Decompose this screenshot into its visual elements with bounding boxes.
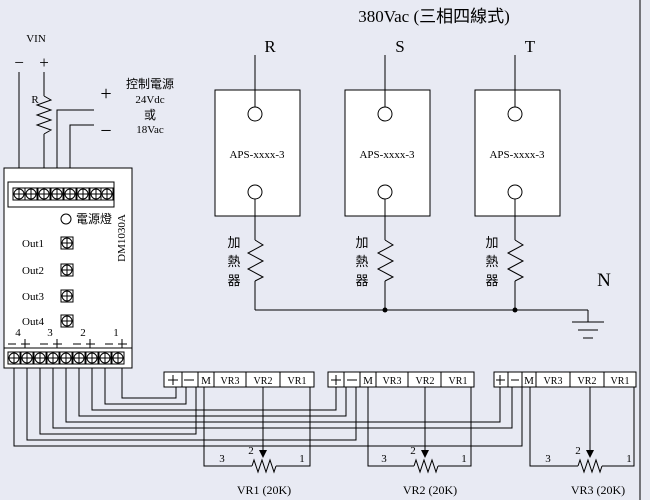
polarity-marks xyxy=(8,339,127,348)
control-wiring xyxy=(13,368,523,447)
vin-input: VIN − + R xyxy=(14,33,53,175)
top-terminals xyxy=(12,187,114,201)
strip2-vr2: VR2 xyxy=(416,376,435,387)
phase-s: S APS-xxxx-3 加 熱 器 xyxy=(344,37,431,310)
control-power-or: 或 xyxy=(144,108,156,122)
diagram-title: 380Vac (三相四線式) xyxy=(358,7,510,26)
output-label-1: Out1 xyxy=(22,238,44,250)
terminal-strip-1: M VR3 VR2 VR1 xyxy=(163,371,315,388)
neutral-label: N xyxy=(597,270,611,291)
control-power: 控制電源 24Vdc 或 18Vac + − xyxy=(56,77,174,175)
control-power-v2: 18Vac xyxy=(136,124,164,136)
channel-number-2: 2 xyxy=(80,327,86,339)
ssr-label-r: APS-xxxx-3 xyxy=(229,149,285,161)
control-power-v1: 24Vdc xyxy=(135,94,164,106)
vin-resistor-label: R xyxy=(31,94,39,106)
strip2-vr1: VR1 xyxy=(449,376,468,387)
output-label-3: Out3 xyxy=(22,291,45,303)
vin-plus: + xyxy=(39,53,49,72)
channel-number-1: 1 xyxy=(113,327,119,339)
channel-number-3: 3 xyxy=(47,327,53,339)
strip1-vr3: VR3 xyxy=(221,376,240,387)
terminal-strip-3: M VR3 VR2 VR1 xyxy=(493,371,637,388)
phase-label-t: T xyxy=(525,37,536,56)
vr1-pin-3: 3 xyxy=(219,453,225,465)
bottom-terminals xyxy=(7,351,125,365)
vr2-pin-3: 3 xyxy=(381,453,387,465)
control-power-label: 控制電源 xyxy=(126,77,174,91)
heater-label-s-2: 熱 xyxy=(355,255,368,270)
heater-label-r-1: 加 xyxy=(227,236,240,251)
strip1-vr1: VR1 xyxy=(288,376,307,387)
strip3-vr1: VR1 xyxy=(611,376,630,387)
output-label-4: Out4 xyxy=(22,316,45,328)
heater-label-t-2: 熱 xyxy=(485,255,498,270)
strip2-m: M xyxy=(363,375,373,387)
phase-label-s: S xyxy=(395,37,404,56)
vr1-pin-2: 2 xyxy=(248,445,254,457)
vr2-pin-2: 2 xyxy=(410,445,416,457)
heater-label-s-3: 器 xyxy=(355,274,368,289)
strip3-m: M xyxy=(524,375,534,387)
phase-label-r: R xyxy=(264,37,276,56)
potentiometer-vr3: 3 2 1 VR3 (20K) xyxy=(529,387,635,497)
vin-resistor xyxy=(35,95,53,135)
vr1-pin-1: 1 xyxy=(299,453,305,465)
control-power-minus: − xyxy=(100,120,111,142)
power-led-icon xyxy=(60,213,72,225)
terminal-strip-2: M VR3 VR2 VR1 xyxy=(327,371,475,388)
heater-r xyxy=(246,239,265,282)
dm1030a-module: DM1030A 電源燈 Out1 Out2 Out3 Out4 4 3 2 1 xyxy=(3,167,133,369)
vr3-pin-3: 3 xyxy=(545,453,551,465)
phase-t: T APS-xxxx-3 加 熱 器 xyxy=(474,37,561,310)
vr1-label: VR1 (20K) xyxy=(237,483,291,497)
strip2-vr3: VR3 xyxy=(383,376,402,387)
heater-label-r-2: 熱 xyxy=(227,255,240,270)
control-power-plus: + xyxy=(100,83,111,105)
heater-label-s-1: 加 xyxy=(355,236,368,251)
strip1-m: M xyxy=(201,375,211,387)
output-label-2: Out2 xyxy=(22,265,44,277)
channel-number-4: 4 xyxy=(15,327,21,339)
ssr-label-s: APS-xxxx-3 xyxy=(359,149,415,161)
potentiometer-vr1: 3 2 1 VR1 (20K) xyxy=(203,387,311,497)
strip3-vr2: VR2 xyxy=(578,376,597,387)
vin-minus: − xyxy=(14,53,24,72)
vr3-pin-2: 2 xyxy=(575,445,581,457)
heater-t xyxy=(506,239,525,282)
vr2-label: VR2 (20K) xyxy=(403,483,457,497)
heater-label-t-3: 器 xyxy=(485,274,498,289)
strip1-vr2: VR2 xyxy=(254,376,273,387)
phase-r: R APS-xxxx-3 加 熱 器 xyxy=(214,37,301,310)
strip3-vr3: VR3 xyxy=(544,376,563,387)
heater-s xyxy=(376,239,395,282)
heater-label-r-3: 器 xyxy=(227,274,240,289)
vr2-pin-1: 1 xyxy=(461,453,467,465)
power-led-label: 電源燈 xyxy=(76,211,112,226)
vr3-label: VR3 (20K) xyxy=(571,483,625,497)
vin-label: VIN xyxy=(26,33,46,45)
vr3-pin-1: 1 xyxy=(626,453,632,465)
neutral-bus: N xyxy=(255,270,611,339)
heater-label-t-1: 加 xyxy=(485,236,498,251)
potentiometer-vr2: 3 2 1 VR2 (20K) xyxy=(367,387,472,497)
ssr-label-t: APS-xxxx-3 xyxy=(489,149,545,161)
module-model: DM1030A xyxy=(116,214,128,262)
